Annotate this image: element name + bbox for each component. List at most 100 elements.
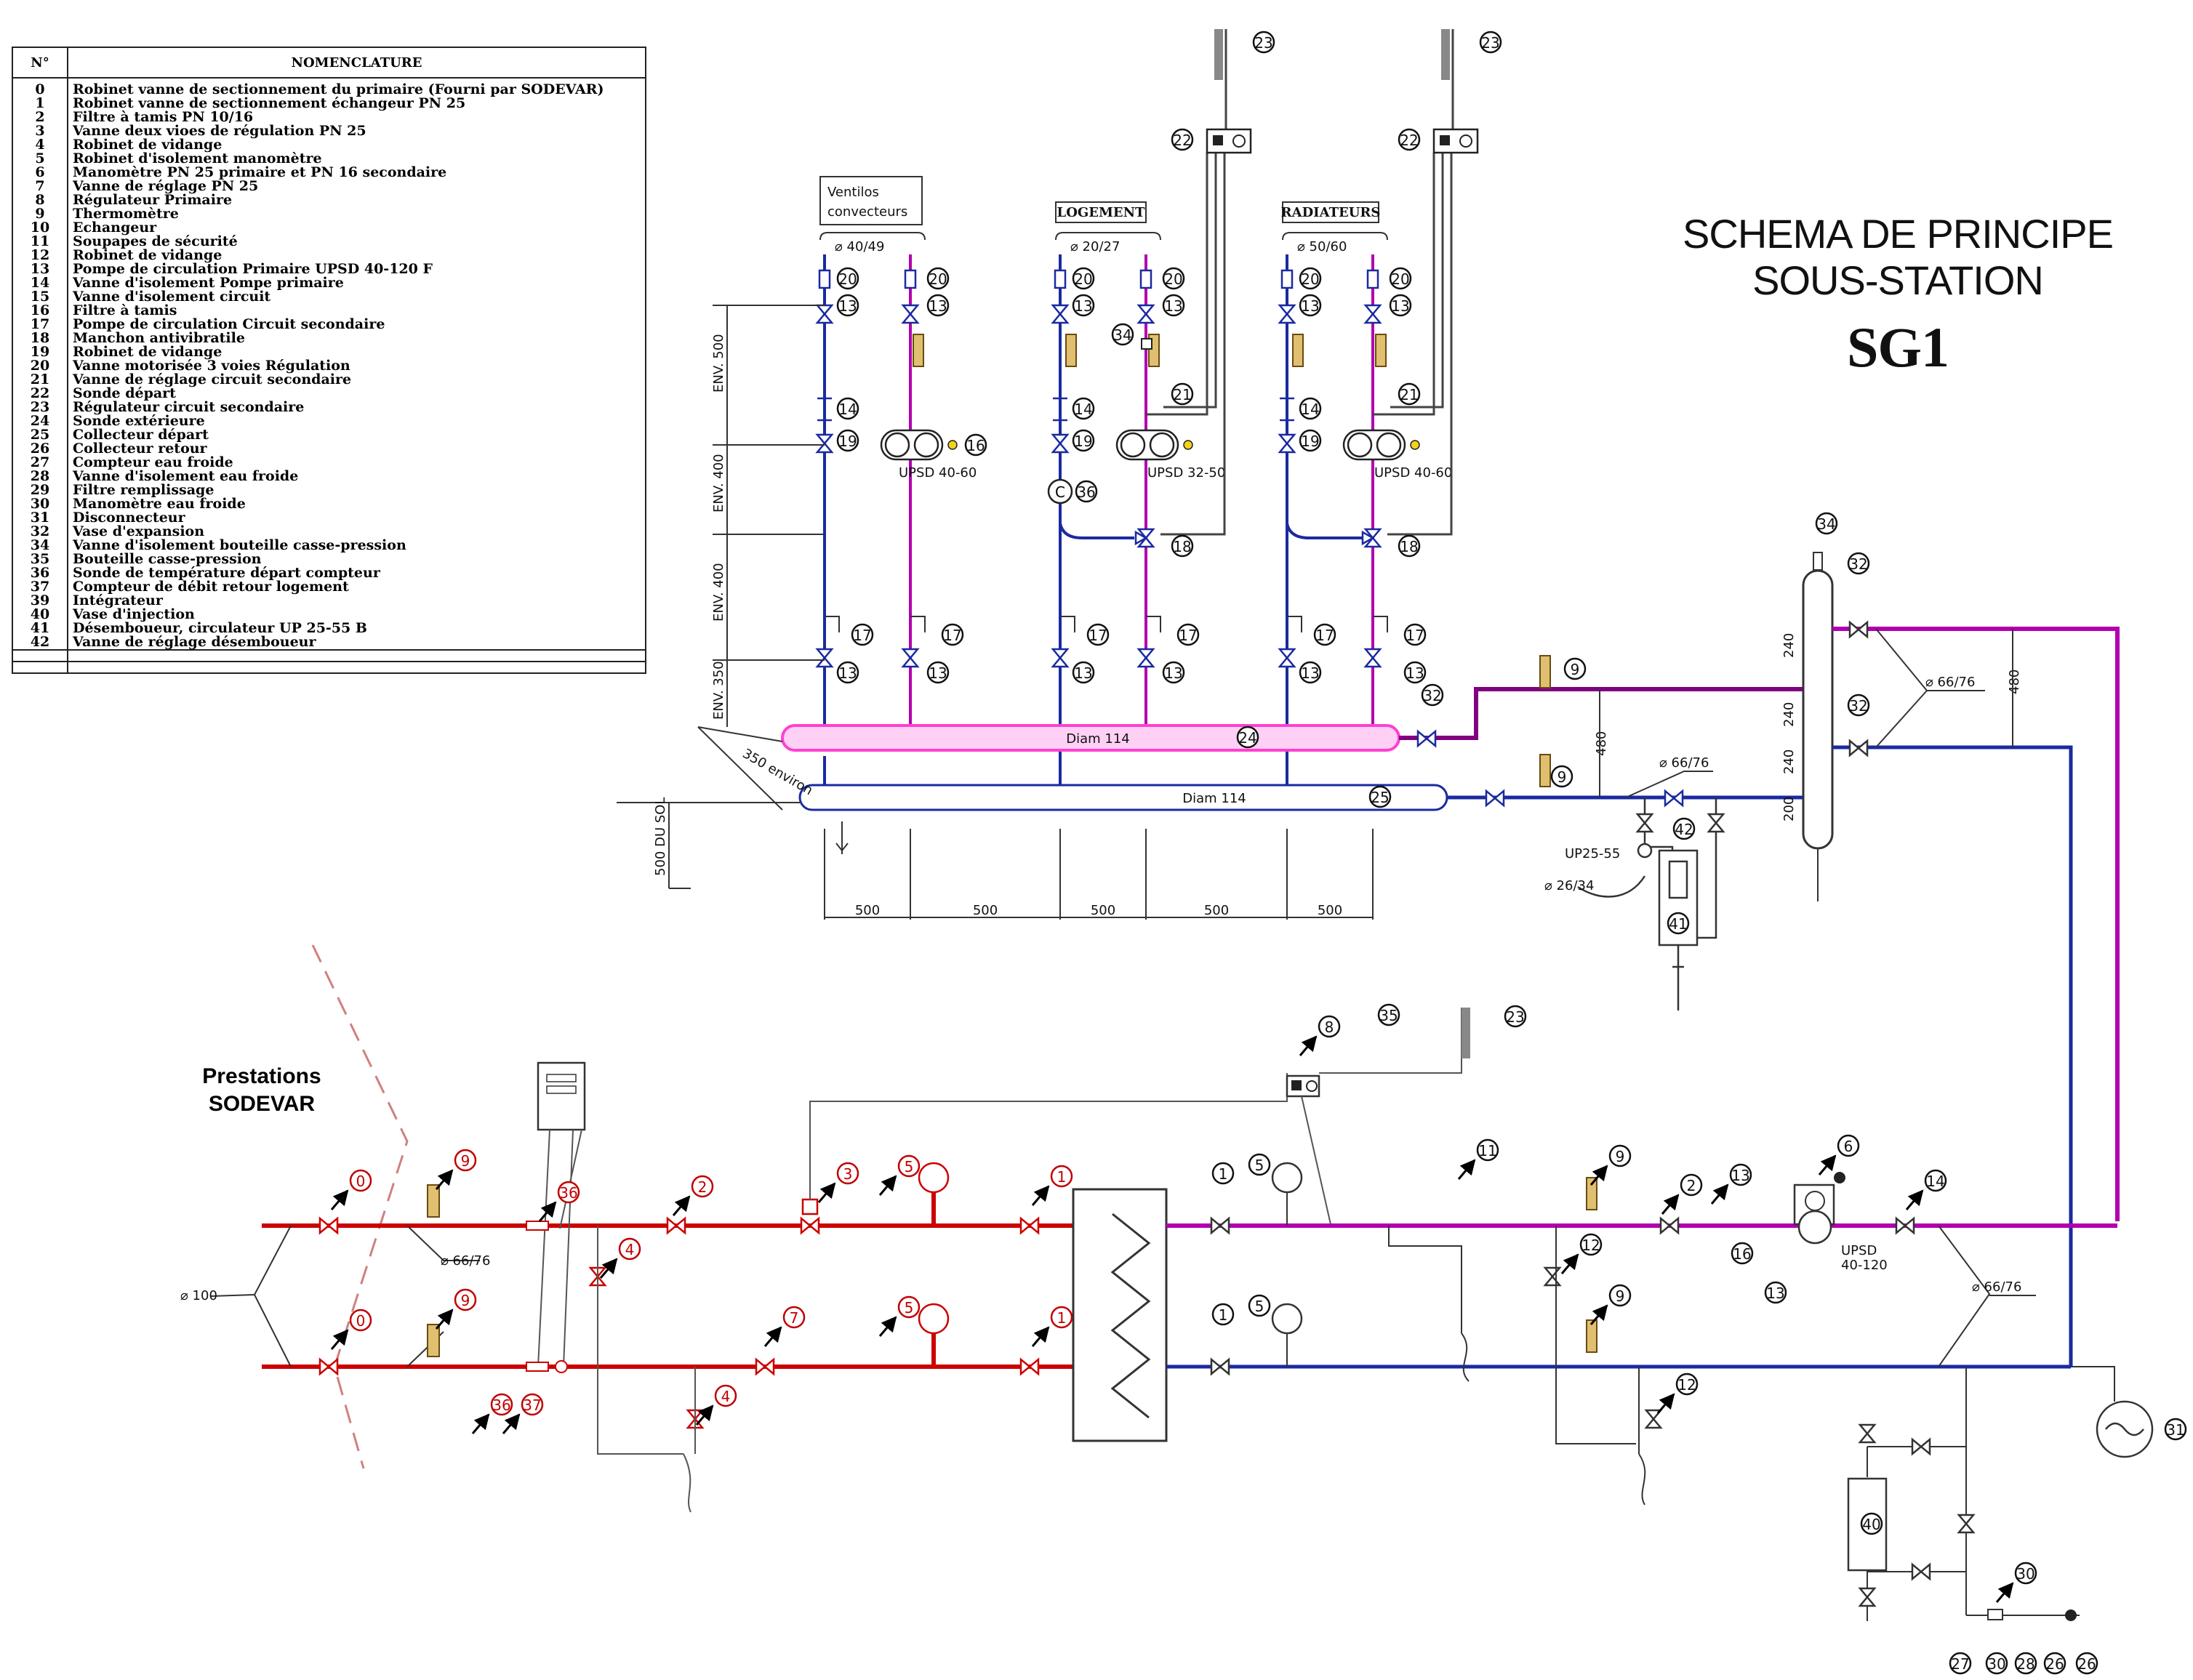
balloon-number: 0 <box>356 1173 366 1190</box>
svg-text:240: 240 <box>1781 749 1797 774</box>
secondary-circuits: Ventilos convecteurs LOGEMENT RADIATEURS… <box>617 29 2120 1367</box>
nomenclature-num: 22 <box>12 387 68 401</box>
dim-350-environ: 350 environ <box>740 746 816 798</box>
reference-balloon: 9 <box>1589 1284 1632 1325</box>
reference-balloon: 24 <box>1236 726 1259 749</box>
d6676-retour: ⌀ 66/76 <box>1659 755 1709 771</box>
reference-balloon: 35 <box>1377 1003 1400 1026</box>
balloon-number: 14 <box>1074 401 1092 418</box>
ventilos-diameter: ⌀ 40/49 <box>835 239 884 254</box>
reference-balloon: 1 <box>1211 1303 1235 1326</box>
balloon-number: 13 <box>1731 1167 1749 1184</box>
nomenclature-num: 24 <box>12 414 68 428</box>
balloon-number: 1 <box>1057 1168 1067 1186</box>
integrateur <box>537 1061 586 1131</box>
balloon-number: 20 <box>929 270 947 288</box>
reference-balloon: 20 <box>1299 267 1322 290</box>
nomenclature-header: N° NOMENCLATURE <box>12 47 646 79</box>
balloon-number: 9 <box>1557 768 1567 786</box>
balloon-number: 18 <box>1400 538 1418 555</box>
reference-balloon: 8 <box>1299 1015 1341 1056</box>
nomenclature-num: 13 <box>12 262 68 276</box>
reference-balloon: 17 <box>1313 623 1336 646</box>
reference-balloon: 18 <box>1171 534 1194 558</box>
dim-env400b: ENV. 400 <box>711 563 726 622</box>
nomenclature-num: 30 <box>12 497 68 511</box>
nomenclature-label: Vanne de réglage désemboueur <box>67 635 646 650</box>
reference-balloon: 36 <box>1075 480 1098 503</box>
reference-balloon: 20 <box>926 267 950 290</box>
nomenclature-num: 34 <box>12 539 68 552</box>
title-block: SCHEMA DE PRINCIPE SOUS-STATION SG1 <box>1658 211 2138 376</box>
nomenclature-label: Intégrateur <box>67 594 646 608</box>
balloon-number: 27 <box>1951 1655 1969 1673</box>
nomenclature-label: Vanne d'isolement eau froide <box>67 470 646 483</box>
nomenclature-label: Régulateur circuit secondaire <box>67 401 646 414</box>
balloon-number: 12 <box>1677 1376 1696 1394</box>
reference-balloon: 17 <box>941 623 964 646</box>
logement-name: LOGEMENT <box>1057 205 1146 220</box>
reference-balloon: 30 <box>1995 1562 2037 1603</box>
reference-balloon: 16 <box>1731 1242 1754 1265</box>
balloon-number: 34 <box>1113 326 1131 344</box>
balloon-number: 36 <box>1077 483 1095 501</box>
reference-balloon: 13 <box>1764 1281 1787 1304</box>
nomenclature-num: 8 <box>12 193 68 207</box>
balloon-number: 1 <box>1219 1306 1228 1324</box>
reference-balloon: 26 <box>2075 1652 2098 1675</box>
balloon-number: 13 <box>929 297 947 315</box>
balloon-number: 9 <box>461 1152 470 1170</box>
reference-balloon: 14 <box>1072 397 1095 420</box>
nomenclature-num: 28 <box>12 470 68 483</box>
nomenclature-label: Compteur de débit retour logement <box>67 580 646 594</box>
bottle-dimensions: 240 240 240 200 480 480 ⌀ 66/76 ⌀ 66/76 <box>1594 628 2022 821</box>
nomenclature-num: 12 <box>12 249 68 262</box>
balloon-number: 11 <box>1478 1142 1496 1159</box>
sonde-ext-2 <box>1441 29 1450 80</box>
reference-balloon: 13 <box>1072 661 1095 684</box>
radiateurs-diameter: ⌀ 50/60 <box>1297 239 1347 254</box>
nomenclature-label: Soupapes de sécurité <box>67 235 646 249</box>
nomenclature-label: Vanne motorisée 3 voies Régulation <box>67 359 646 373</box>
bouteille-casse-pression <box>1802 569 1834 850</box>
collecteur-retour-label: Diam 114 <box>1182 791 1246 806</box>
svg-text:240: 240 <box>1781 633 1797 658</box>
nomenclature-num: 5 <box>12 152 68 166</box>
nomenclature-num: 4 <box>12 138 68 152</box>
balloon-number: 13 <box>1406 664 1424 682</box>
balloon-number: 31 <box>2166 1421 2184 1439</box>
reference-balloon: 4 <box>695 1384 737 1426</box>
reference-balloon: 5 <box>1248 1153 1271 1176</box>
balloon-number: 17 <box>1406 627 1424 644</box>
reference-balloon: 41 <box>1667 912 1690 935</box>
balloon-number: 5 <box>905 1158 914 1175</box>
balloon-number: 16 <box>1733 1245 1751 1263</box>
balloon-number: 17 <box>1315 627 1334 644</box>
balloon-number: 1 <box>1219 1165 1228 1183</box>
reference-balloon: 13 <box>1299 661 1322 684</box>
reference-balloon: 14 <box>1299 397 1322 420</box>
reference-balloon: 9 <box>435 1288 477 1330</box>
reference-balloon: 20 <box>1162 267 1185 290</box>
balloon-number: 40 <box>1862 1516 1880 1533</box>
reference-balloon: 13 <box>1072 294 1095 317</box>
dim-480-right: 480 <box>2007 670 2022 694</box>
reference-balloon: 9 <box>1589 1144 1632 1186</box>
reference-balloon: 16 <box>964 433 987 457</box>
circuit-radiateurs-label: RADIATEURS <box>1281 201 1380 223</box>
upsd40120-label-2: 40-120 <box>1841 1258 1888 1273</box>
balloon-number: 13 <box>1301 664 1319 682</box>
